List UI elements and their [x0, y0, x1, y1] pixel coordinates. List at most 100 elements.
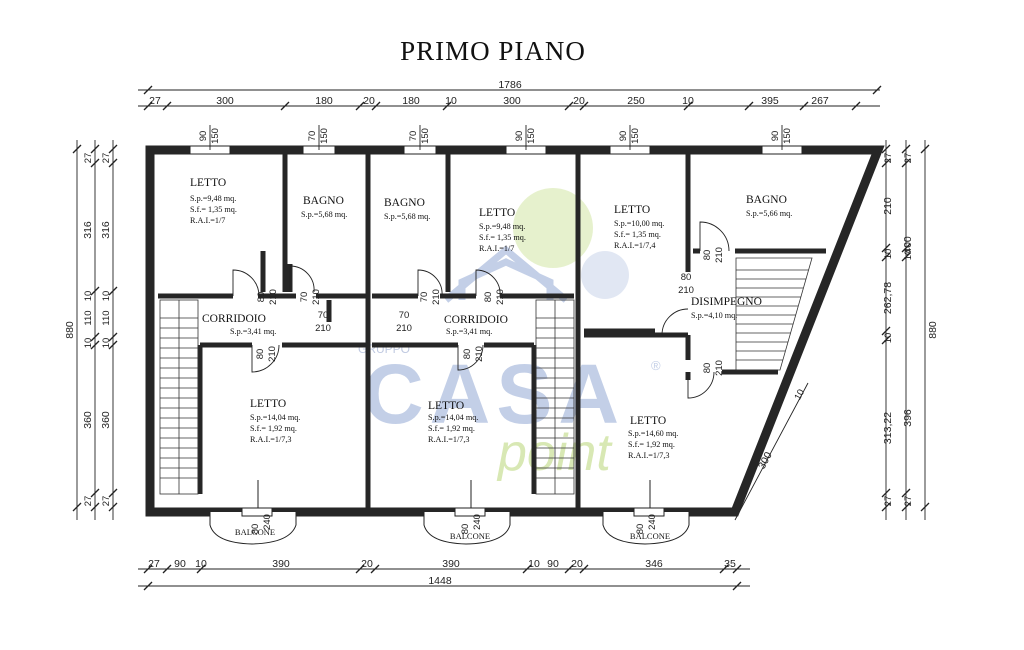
dim-bottom-seg: 27	[148, 558, 160, 570]
room-window-surface: S.f.= 1,92 mq.	[628, 440, 675, 449]
dim-left-outer: 10	[83, 291, 94, 302]
dim-bottom-total: 1448	[428, 575, 452, 587]
door-width: 70	[399, 310, 410, 321]
dim-top-total: 1786	[498, 79, 522, 91]
dim-right-a: 10	[883, 333, 894, 344]
door-dimension-labels: 80 210 70 210 70 210 80 210 70 210 70 21…	[255, 247, 725, 376]
room-ratio: R.A.I.=1/7	[190, 216, 225, 225]
dim-right-a: 262,78	[882, 282, 894, 314]
door-width: 80	[250, 524, 261, 535]
room-corridor-1: CORRIDOIO S.p.=3,41 mq.	[202, 313, 276, 336]
bottom-dimensions: 27 90 10 390 20 390 10 90 20 346 35 1448	[148, 558, 736, 587]
dim-top-seg: 267	[811, 95, 829, 107]
room-name: CORRIDOIO	[202, 313, 266, 325]
watermark-green-circle	[513, 188, 593, 268]
room-name: BAGNO	[746, 194, 787, 206]
door-height: 240	[647, 514, 658, 530]
staircase-left	[159, 299, 199, 495]
room-bedroom-6: LETTO S.p.=14,60 mq. S.f.= 1,92 mq. R.A.…	[628, 415, 678, 460]
dim-bottom-seg: 90	[174, 558, 186, 570]
window-height: 150	[782, 128, 793, 144]
door-height: 210	[315, 323, 331, 334]
dim-right-a: 27	[883, 153, 894, 164]
room-surface: S.p.=14,60 mq.	[628, 429, 678, 438]
room-surface: S.p.=4,10 mq.	[691, 311, 737, 320]
balcony-right	[602, 512, 690, 545]
door-width: 80	[462, 349, 473, 360]
dim-left-outer: 360	[82, 411, 94, 429]
room-name: LETTO	[428, 400, 464, 412]
window-height: 150	[526, 128, 537, 144]
room-surface: S.p.=5,68 mq.	[301, 210, 347, 219]
door-height: 210	[474, 346, 485, 362]
door-height: 240	[472, 514, 483, 530]
room-bedroom-5: LETTO S.p.=14,04 mq. S.f.= 1,92 mq. R.A.…	[428, 400, 478, 444]
dim-left-inner: 27	[101, 496, 112, 507]
dim-left-total: 880	[64, 321, 76, 339]
door-width: 80	[702, 363, 713, 374]
dim-bottom-seg: 346	[645, 558, 663, 570]
dim-right-a: 313,22	[882, 412, 894, 444]
door-width: 80	[681, 272, 692, 283]
window-width: 90	[618, 131, 629, 142]
dim-left-outer: 110	[83, 310, 94, 325]
plan-title: PRIMO PIANO	[400, 36, 586, 66]
window-markers	[209, 125, 783, 150]
dim-left-inner: 110	[101, 310, 112, 325]
dim-bottom-seg: 35	[724, 558, 736, 570]
window-width: 90	[770, 131, 781, 142]
door-height: 210	[678, 285, 694, 296]
dim-left-inner: 10	[101, 291, 112, 302]
door-height: 210	[311, 289, 322, 305]
door-height: 210	[714, 247, 725, 263]
dim-right-b: 27	[903, 153, 914, 164]
dim-top-seg: 27	[149, 95, 161, 107]
dim-top-seg: 180	[402, 95, 420, 107]
balcony-middle	[423, 512, 511, 545]
door-height: 240	[262, 514, 273, 530]
dim-right-a: 27	[883, 496, 894, 507]
door-width: 80	[256, 292, 267, 303]
watermark-blue-circle	[581, 251, 629, 299]
room-bathroom-3: BAGNO S.p.=5,66 mq.	[746, 194, 792, 218]
dim-left-inner: 360	[100, 411, 112, 429]
room-surface: S.p.=9,48 mq.	[479, 222, 525, 231]
room-ratio: R.A.I.=1/7,4	[614, 241, 655, 250]
dim-top-seg: 395	[761, 95, 779, 107]
door-swings	[232, 221, 730, 399]
room-name: LETTO	[250, 398, 286, 410]
window-height: 150	[210, 128, 221, 144]
dim-left-outer: 27	[83, 496, 94, 507]
balcony-label: BALCONE	[630, 531, 670, 541]
window-height: 150	[420, 128, 431, 144]
window-height: 150	[630, 128, 641, 144]
window-dimension-labels: 90 150 70 150 70 150 90 150 90 150 90 15…	[198, 128, 793, 144]
door-height: 210	[267, 346, 278, 362]
dim-bottom-seg: 20	[361, 558, 373, 570]
balconies	[209, 480, 690, 545]
room-window-surface: S.f.= 1,35 mq.	[190, 205, 237, 214]
window-width: 90	[514, 131, 525, 142]
dim-left-inner: 10	[101, 338, 112, 349]
watermark-roof-icon	[443, 245, 569, 303]
window-width: 90	[198, 131, 209, 142]
door-height: 210	[268, 289, 279, 305]
room-surface: S.p.=3,41 mq.	[446, 327, 492, 336]
dim-right-a: 210	[882, 197, 894, 215]
room-surface: S.p.=3,41 mq.	[230, 327, 276, 336]
dimension-lines	[76, 89, 926, 587]
window-height: 150	[319, 128, 330, 144]
door-width: 80	[460, 524, 471, 535]
dim-top-seg: 250	[627, 95, 645, 107]
window-width: 70	[307, 131, 318, 142]
room-bedroom-3: LETTO S.p.=10,00 mq. S.f.= 1,35 mq. R.A.…	[614, 204, 664, 250]
room-bedroom-4: LETTO S.p.=14,04 mq. S.f.= 1,92 mq. R.A.…	[250, 398, 300, 444]
dim-right-a: 10	[883, 249, 894, 260]
staircase-right	[735, 257, 813, 371]
dim-left-outer: 316	[82, 221, 94, 239]
top-dimensions: 1786 27 300 180 20 180 10 300 20 250 10 …	[149, 79, 829, 107]
room-window-surface: S.f.= 1,92 mq.	[428, 424, 475, 433]
dim-left-inner: 316	[100, 221, 112, 239]
dim-top-seg: 180	[315, 95, 333, 107]
room-ratio: R.A.I.=1/7,3	[250, 435, 291, 444]
